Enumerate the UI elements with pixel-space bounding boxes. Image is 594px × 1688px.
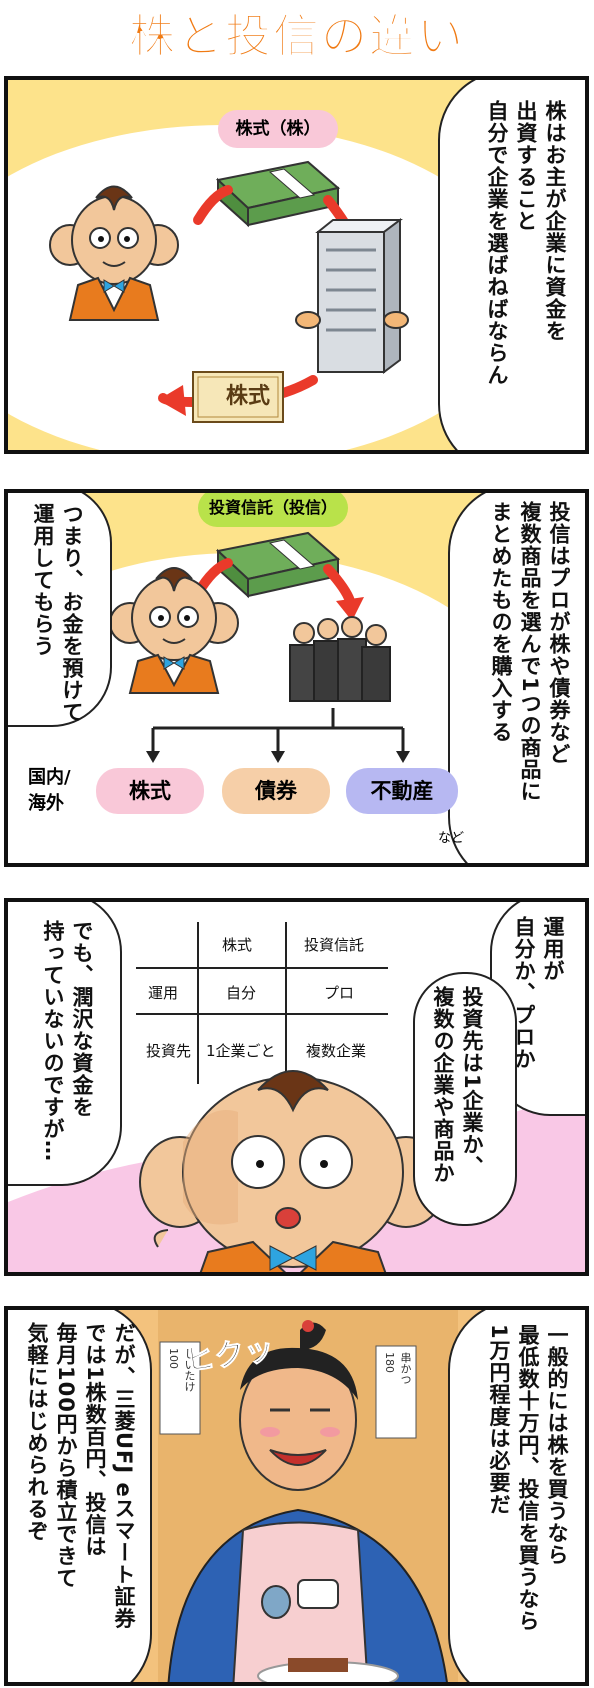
region-label: 国内/ 海外 (28, 767, 71, 814)
man-character-drunk (167, 1320, 448, 1682)
speech-left-text: だが、三菱UFJ eスマート証券 では1株数百円、投信は 毎月100円から積立で… (25, 1322, 136, 1630)
table-cell: プロ (324, 984, 355, 1002)
panel-2: 投資信託（投信） つまり、お金を預けて 運用してもらう 投信はプロが株や債券など… (4, 489, 589, 867)
money-icon (215, 160, 341, 228)
monkey-character (49, 185, 179, 321)
speech-left-text: でも、潤沢な資金を 持っていないのですが… (41, 920, 94, 1162)
menu-sign-left-text: しいたけ 100 (167, 1348, 196, 1392)
caption-text: 株はお主が企業に資金を 出資すること 自分で企業を選ばねばならん (485, 100, 567, 386)
target-bond-pill: 債券 (222, 768, 330, 814)
table-cell: 自分 (226, 984, 257, 1002)
speech-bubble-left (8, 493, 112, 727)
panel-1: 株式（株） 株式 株はお主が企業に資金を 出資すること 自分で企業を選ばねばなら… (4, 76, 589, 454)
speech-right-text: 一般的には株を買うなら 最低数十万円、投信を買うなら 1万円程度は必要だ (487, 1324, 569, 1632)
panel-4: しいたけ 100 串かつ 180 ヒクッ だが、三菱UFJ eスマート証券 では… (4, 1306, 589, 1686)
speech-bubble-left (8, 902, 122, 1186)
stock-certificate-icon (192, 371, 284, 423)
target-stock-pill: 株式 (96, 768, 204, 814)
arrow-icon (193, 185, 233, 225)
certificate-text: 株式 (225, 384, 270, 409)
table-header-fund: 投資信託 (304, 936, 365, 954)
speech-left-text: つまり、お金を預けて 運用してもらう (31, 503, 84, 723)
page-title: 株と投信の違い (129, 9, 465, 64)
menu-sign-left (159, 1341, 201, 1435)
table-header-stock: 株式 (222, 936, 253, 954)
comparison-table: 株式 投資信託 運用 自分 プロ 投資先 1企業ごと 複数企業 (8, 902, 585, 1102)
caption-text: 投信はプロが株や債券など 複数商品を選んで1つの商品に まとめたものを購入する (489, 501, 571, 803)
target-realestate-pill: 不動産 (346, 768, 458, 814)
monkey-character-worried (139, 1070, 447, 1272)
table-cell: 複数企業 (306, 1042, 367, 1060)
caption-bubble (438, 80, 585, 450)
panel-1-art (8, 125, 523, 450)
etc-label: など (438, 831, 465, 846)
table-row-label: 投資先 (146, 1042, 192, 1060)
company-building-icon (295, 218, 409, 374)
branch-lines (151, 708, 405, 753)
speech-bubble-left (8, 1310, 152, 1682)
menu-sign-right (375, 1345, 417, 1439)
panel-3: 株式 投資信託 運用 自分 プロ 投資先 1企業ごと 複数企業 でも、潤沢な資金… (4, 898, 589, 1276)
monkey-character (109, 567, 239, 694)
speech-bubble-right (448, 1310, 585, 1682)
menu-sign-right-text: 串かつ 180 (383, 1352, 412, 1385)
table-cell: 1企業ごと (206, 1042, 276, 1060)
panel-3-art (8, 922, 585, 1272)
professionals-group-icon (289, 616, 391, 702)
stock-label-pill: 株式（株） (218, 110, 338, 148)
speech-right-b-text: 投資先は1企業か、 複数の企業や商品か (431, 986, 484, 1184)
table-row-label: 運用 (148, 984, 179, 1002)
speech-right-a-text: 運用が 自分か、プロか (512, 916, 565, 1070)
fund-label-pill: 投資信託（投信） (198, 493, 348, 527)
speech-bubble-right-b (413, 972, 517, 1226)
caption-bubble (448, 493, 585, 863)
